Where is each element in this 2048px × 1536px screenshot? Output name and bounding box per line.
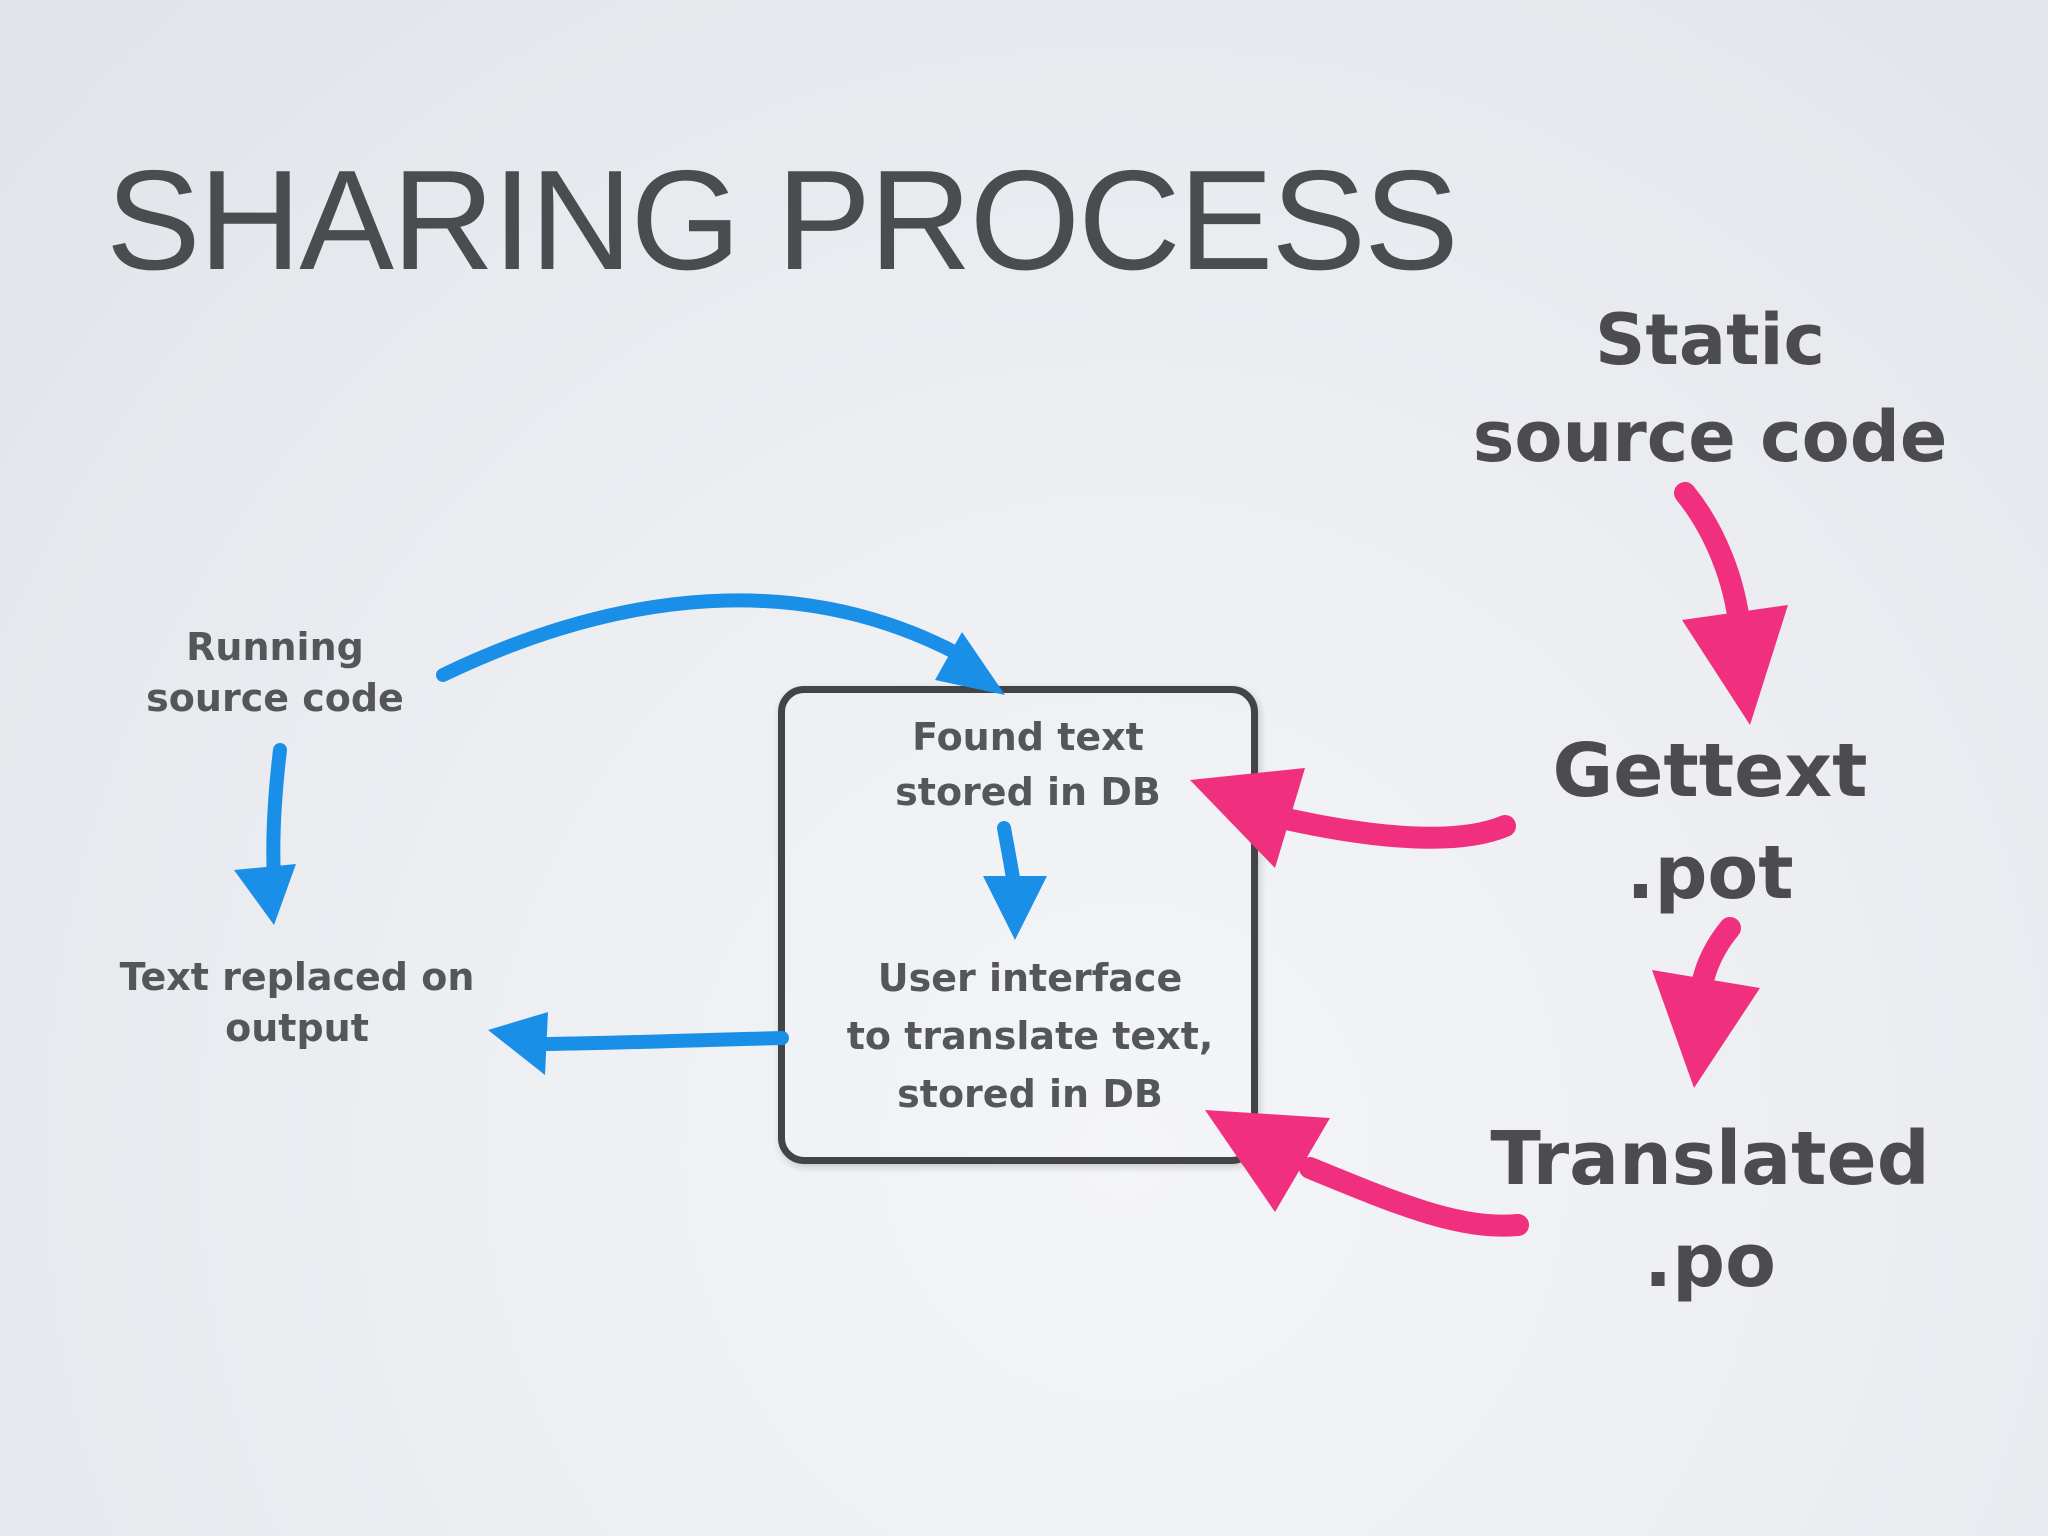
- arrow-static-to-gettext-head: [1682, 605, 1788, 725]
- database-box: [778, 686, 1258, 1164]
- arrow-gettext-to-found: [1271, 807, 1516, 849]
- node-found-line-2: stored in DB: [895, 770, 1161, 815]
- arrow-static-to-gettext: [1674, 482, 1751, 641]
- arrow-ui-to-replaced: [541, 1031, 789, 1051]
- node-replaced-line-1: Text replaced on: [119, 955, 475, 999]
- slide-title: SHARING PROCESS: [106, 141, 1459, 300]
- arrow-running-to-found: [436, 593, 967, 682]
- node-user-interface: User interface to translate text, stored…: [800, 950, 1260, 1123]
- node-gettext-line-1: Gettext: [1552, 728, 1868, 814]
- node-ui-line-2: to translate text,: [846, 1013, 1214, 1058]
- node-gettext-pot: Gettext .pot: [1510, 720, 1910, 924]
- node-running-line-1: Running: [186, 625, 364, 669]
- node-found-text: Found text stored in DB: [838, 710, 1218, 820]
- node-gettext-line-2: .pot: [1626, 830, 1794, 917]
- node-running-source-code: Running source code: [118, 622, 432, 725]
- node-ui-line-3: stored in DB: [897, 1071, 1163, 1116]
- node-found-line-1: Found text: [912, 715, 1144, 759]
- node-translated-po: Translated .po: [1460, 1108, 1960, 1312]
- arrow-gettext-to-translated-head: [1652, 970, 1760, 1088]
- node-static-line-2: source code: [1472, 395, 1948, 478]
- node-translated-line-1: Translated: [1490, 1116, 1930, 1202]
- node-running-line-2: source code: [146, 676, 404, 721]
- node-ui-line-1: User interface: [877, 956, 1183, 1000]
- arrow-running-to-replaced: [266, 743, 287, 887]
- node-static-line-1: Static: [1594, 299, 1826, 381]
- arrow-running-to-replaced-head: [234, 864, 296, 925]
- node-translated-line-2: .po: [1644, 1218, 1776, 1305]
- node-replaced-line-2: output: [225, 1006, 369, 1051]
- arrow-gettext-to-translated: [1691, 917, 1741, 996]
- node-text-replaced: Text replaced on output: [84, 952, 510, 1055]
- node-static-source-code: Static source code: [1440, 292, 1980, 485]
